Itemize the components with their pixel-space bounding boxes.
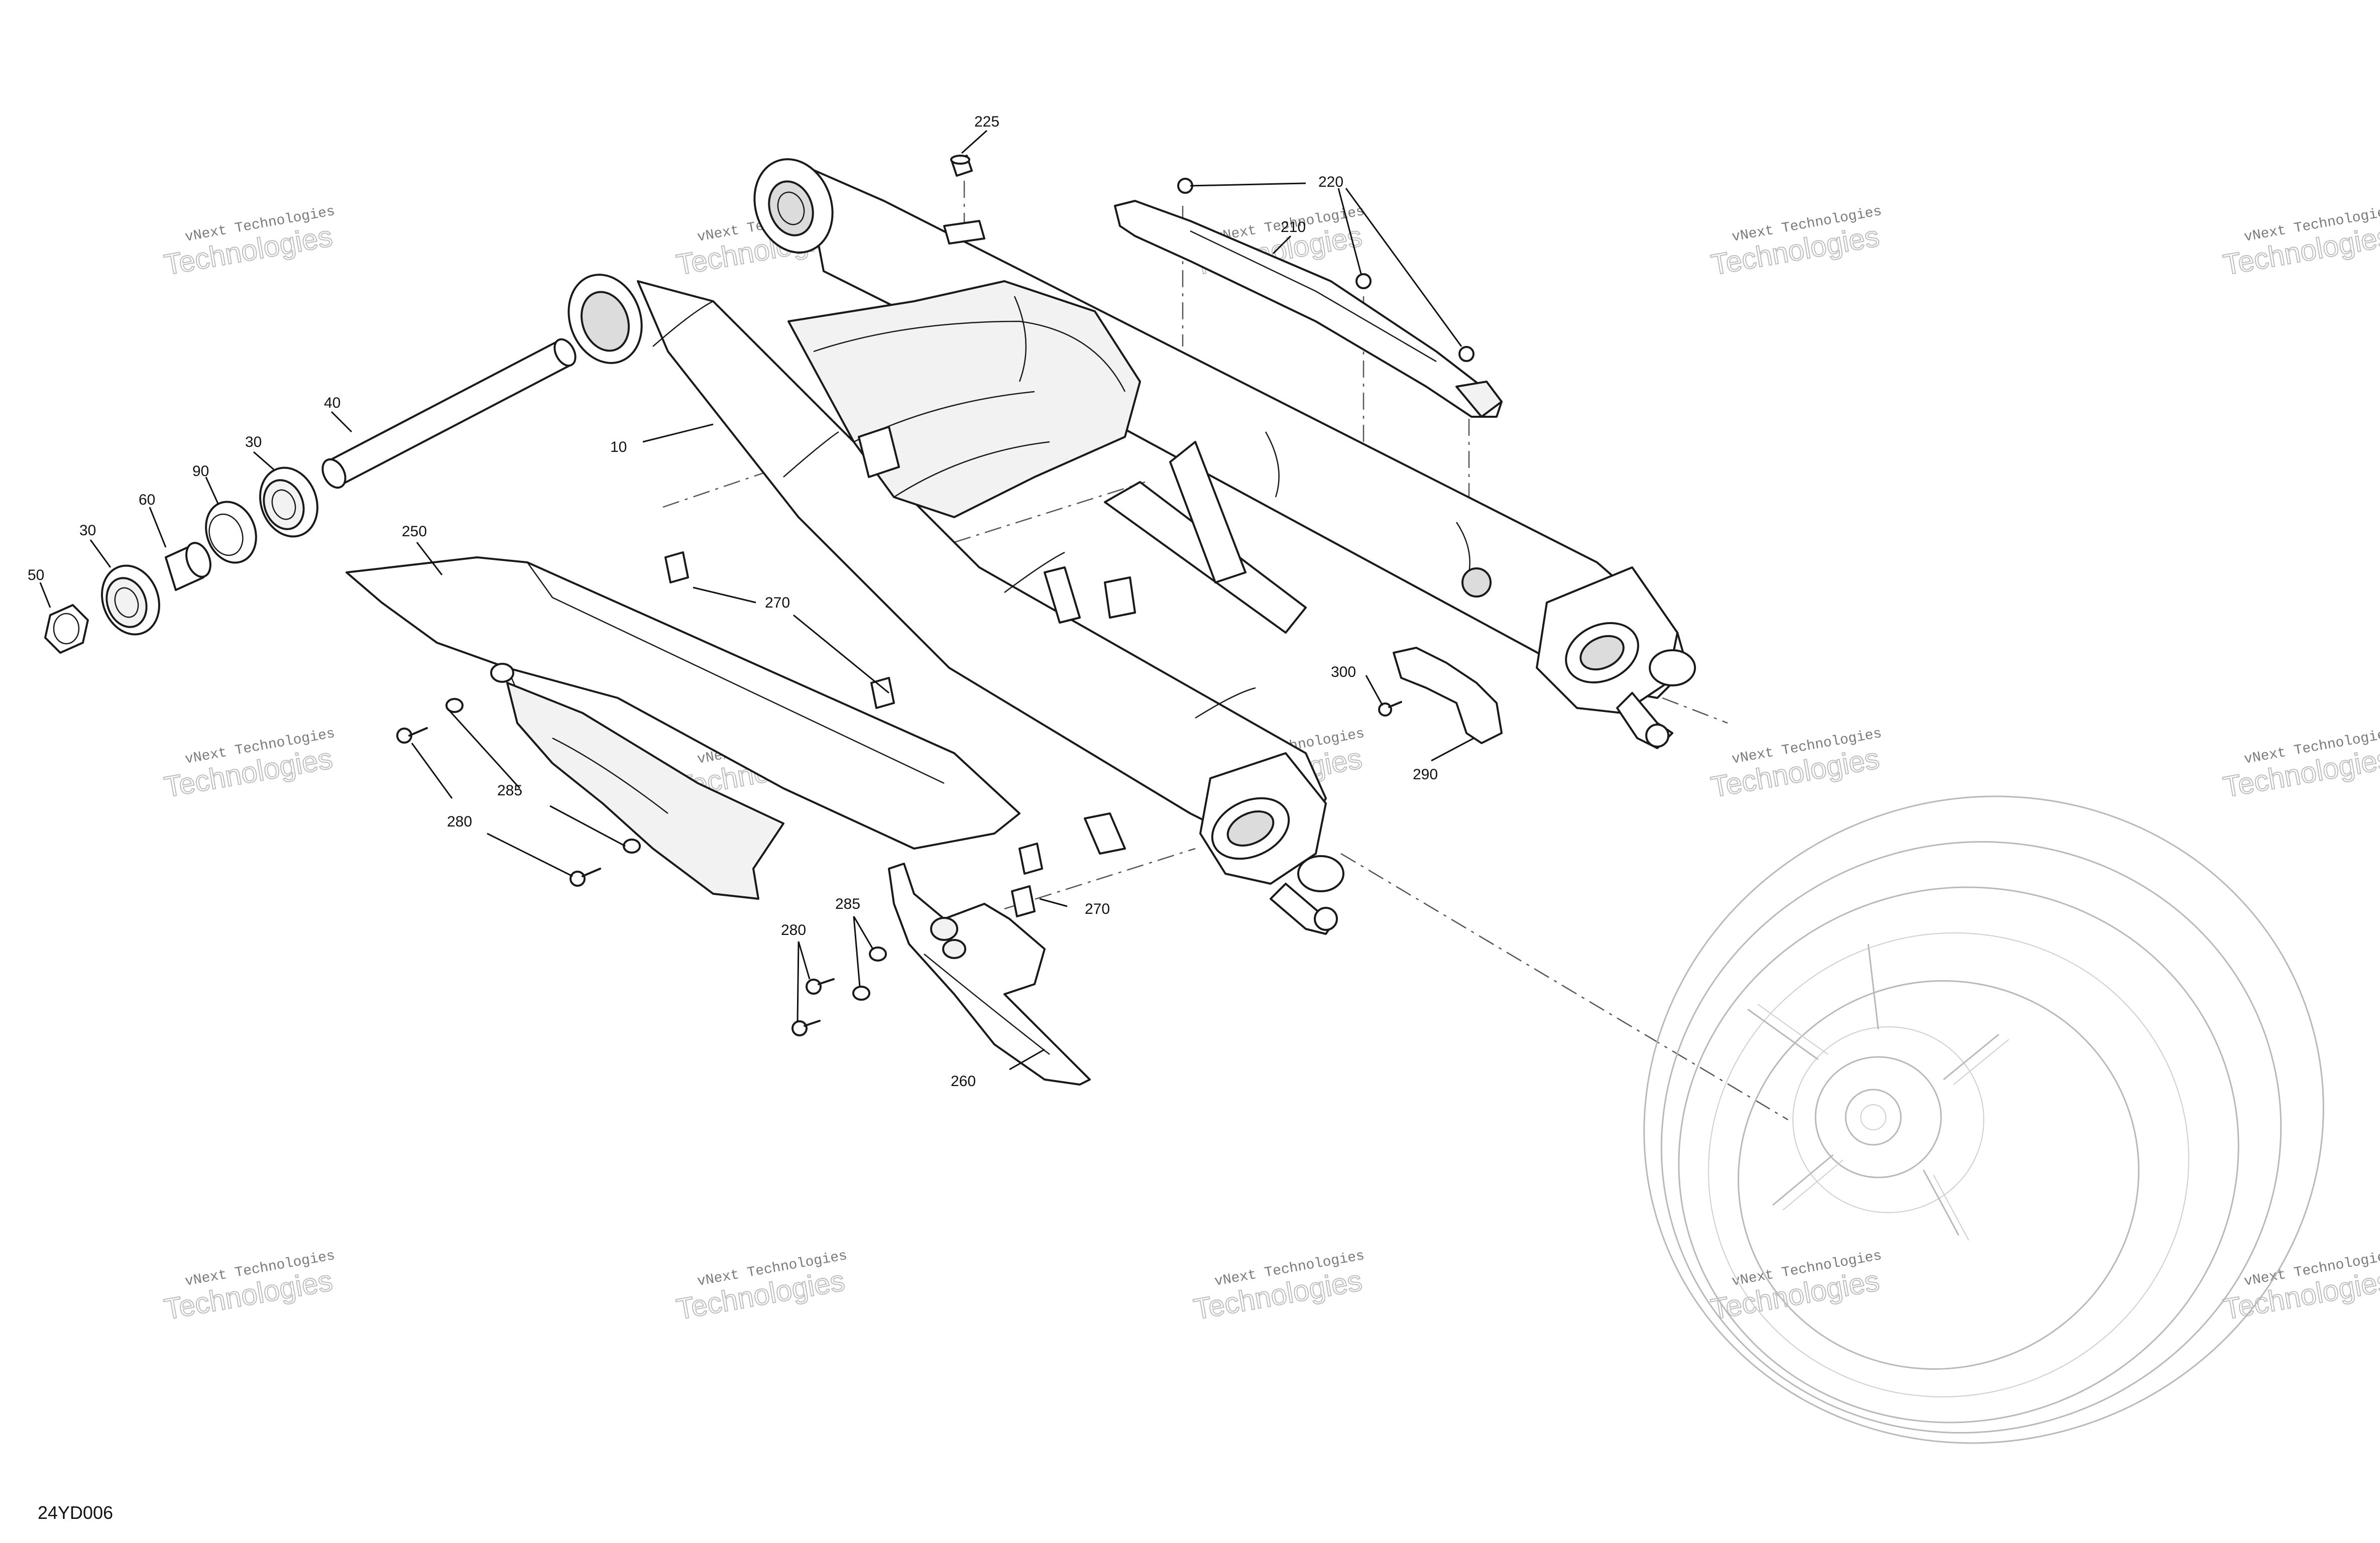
callout-30: 30 [79, 522, 96, 539]
swing-arm [568, 158, 1696, 935]
callout-210: 210 [1281, 219, 1306, 235]
watermark: vNext Technologies Technologies [161, 204, 336, 282]
callout-225: 225 [974, 113, 999, 130]
chain-guard [346, 556, 1021, 900]
callout-260: 260 [951, 1073, 976, 1090]
callout-280: 280 [447, 813, 472, 830]
washer-285 [852, 986, 870, 1001]
clip-270 [664, 551, 689, 583]
washer-285 [445, 698, 464, 713]
screw-300 [1378, 701, 1402, 717]
clip-270 [1018, 843, 1043, 875]
washer-285 [869, 946, 887, 962]
watermark: vNext Technologies Technologies [673, 1248, 848, 1327]
washer-285 [623, 839, 641, 854]
watermark: vNext Technologies Technologies [161, 1248, 336, 1327]
callout-285: 285 [835, 896, 860, 912]
screw-280 [791, 1020, 821, 1036]
watermark: vNext Technologies Technologies [2220, 1248, 2380, 1327]
callout-290: 290 [1413, 766, 1438, 783]
callout-50: 50 [28, 567, 44, 583]
rear-wheel-ghost [1643, 795, 2324, 1444]
callout-285: 285 [497, 782, 522, 799]
watermark: vNext Technologies Technologies [1708, 204, 1883, 282]
watermark: vNext Technologies Technologies [2220, 204, 2380, 282]
hardware [396, 551, 1503, 1036]
watermark: vNext Technologies Technologies [1708, 1248, 1883, 1327]
chain-slider-assembly [950, 155, 1503, 418]
callout-40: 40 [324, 395, 341, 411]
callout-300: 300 [1331, 664, 1356, 680]
pivot-shaft-stack [44, 338, 577, 654]
callout-250: 250 [402, 523, 427, 540]
watermark: vNext Technologies Technologies [1708, 726, 1883, 804]
clip-270 [870, 677, 895, 709]
watermark: vNext Technologies Technologies [161, 726, 336, 804]
callout-220: 220 [1318, 174, 1343, 190]
lower-guard [888, 863, 1091, 1086]
diagram-id: 24YD006 [38, 1502, 113, 1523]
screw-280 [570, 868, 601, 887]
bracket-290 [1393, 647, 1503, 744]
callout-270: 270 [765, 595, 790, 611]
callout-280: 280 [781, 922, 806, 938]
watermark: vNext Technologies Technologies [1191, 1248, 1366, 1327]
clip-270 [1011, 885, 1036, 917]
callout-30: 30 [245, 434, 262, 450]
callout-270: 270 [1085, 901, 1110, 917]
callout-labels: 10 30 40 90 60 30 50 225 220 210 250 270… [28, 113, 1438, 1090]
callout-90: 90 [192, 463, 209, 480]
screw-280 [806, 978, 835, 995]
callout-10: 10 [610, 439, 627, 455]
callout-60: 60 [139, 492, 155, 508]
watermark: vNext Technologies Technologies [2220, 726, 2380, 804]
leader-lines [39, 130, 1475, 1071]
screw-280 [396, 727, 428, 744]
